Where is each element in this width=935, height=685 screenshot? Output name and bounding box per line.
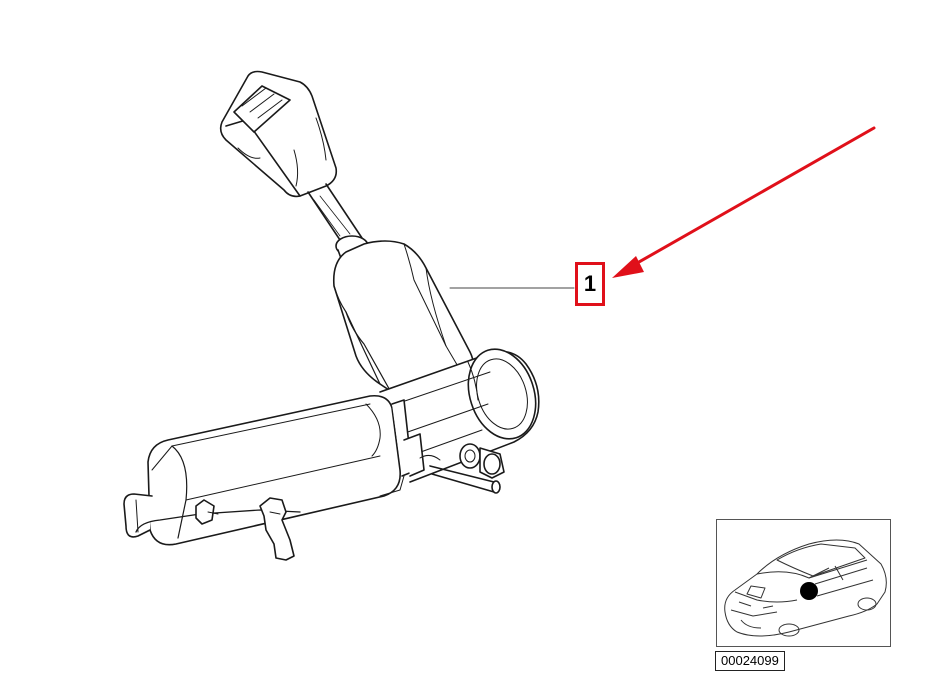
shift-knob-icon xyxy=(219,70,338,198)
callout-number: 1 xyxy=(583,271,597,296)
shifter-boot-housing xyxy=(332,240,474,402)
location-dot xyxy=(800,582,818,600)
diagram-reference-number: 00024099 xyxy=(715,651,785,671)
mounting-bolts xyxy=(419,443,505,494)
car-location-thumbnail xyxy=(716,519,891,647)
part-number-callout: 1 xyxy=(575,262,605,306)
arrow-icon xyxy=(612,126,876,278)
selector-cable xyxy=(135,497,301,561)
car-thumbnail-icon xyxy=(724,539,887,637)
side-bracket xyxy=(391,399,425,477)
shifter-base-plate xyxy=(123,394,405,546)
